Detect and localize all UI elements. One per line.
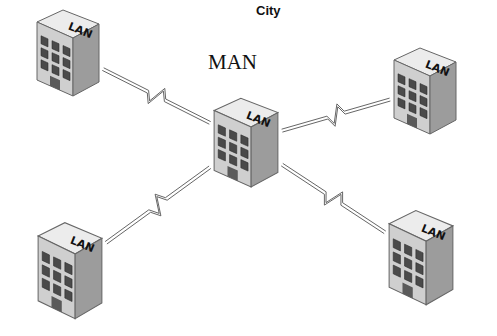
link-line — [102, 70, 209, 124]
link-line — [281, 166, 384, 234]
link-line — [283, 163, 386, 231]
lan-building: LAN — [390, 42, 460, 137]
link-line — [282, 101, 390, 132]
building-icon — [385, 204, 457, 308]
network-type-label: MAN — [208, 50, 257, 75]
building-icon — [210, 92, 282, 190]
diagram-title: City — [256, 3, 281, 18]
building-icon — [390, 42, 460, 137]
wireless-link — [102, 68, 210, 124]
wireless-link — [281, 163, 386, 233]
wireless-link — [282, 98, 391, 132]
link-line — [104, 68, 211, 122]
building-icon — [33, 4, 103, 99]
link-line — [105, 166, 209, 242]
building-icon — [34, 216, 106, 322]
lan-building: LAN — [33, 4, 103, 99]
link-line — [107, 168, 211, 244]
lan-building: LAN — [385, 204, 457, 308]
lan-building: LAN — [210, 92, 282, 190]
wireless-link — [105, 166, 211, 244]
lan-building: LAN — [34, 216, 106, 322]
